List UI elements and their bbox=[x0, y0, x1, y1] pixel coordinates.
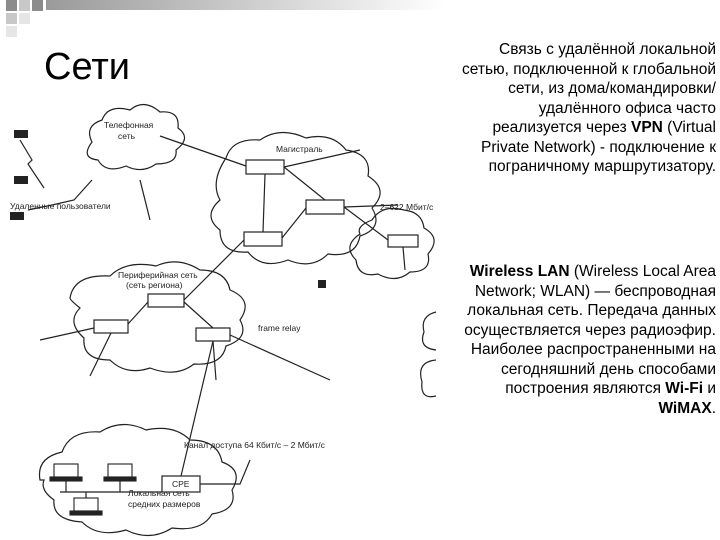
label-frame-relay: frame relay bbox=[258, 323, 301, 333]
label-remote-users: Удаленные пользователи bbox=[10, 201, 111, 211]
peripheral-network-cloud bbox=[69, 261, 246, 373]
label-telephone-net-1: Телефонная bbox=[104, 120, 154, 130]
telephone-network-cloud bbox=[86, 103, 186, 171]
accent-square bbox=[6, 26, 17, 37]
wifi-term: Wi-Fi bbox=[665, 380, 704, 397]
label-cpe: CPE bbox=[172, 479, 190, 489]
top-gradient-bar bbox=[46, 0, 446, 10]
accent-square bbox=[6, 13, 17, 24]
backbone-cloud bbox=[210, 131, 381, 265]
vpn-paragraph: Связь с удалённой локальной сетью, подкл… bbox=[461, 41, 716, 175]
accent-square bbox=[32, 0, 43, 11]
right-cloud bbox=[349, 207, 435, 280]
label-speed: 2–622 Мбит/с bbox=[380, 202, 434, 212]
accent-square bbox=[19, 13, 30, 24]
label-backbone: Магистраль bbox=[276, 144, 323, 154]
label-local-2: средних размеров bbox=[128, 499, 201, 509]
label-access-channel: Канал доступа 64 Кбит/с – 2 Мбит/с bbox=[184, 440, 326, 450]
wlan-paragraph: Wireless LAN (Wireless Local Area Networ… bbox=[464, 263, 716, 417]
wimax-term: WiMAX bbox=[658, 399, 712, 417]
vpn-term: VPN bbox=[631, 119, 663, 136]
label-telephone-net-2: сеть bbox=[118, 131, 136, 141]
slide-title: Сети bbox=[44, 46, 130, 88]
wlan-term: Wireless LAN bbox=[469, 263, 570, 280]
accent-square bbox=[6, 0, 17, 11]
label-peripheral-1: Периферийная сеть bbox=[118, 270, 198, 280]
label-local-1: Локальная сеть bbox=[128, 488, 190, 498]
label-peripheral-2: (сеть региона) bbox=[126, 280, 183, 290]
local-network-cloud bbox=[38, 423, 237, 537]
accent-square bbox=[19, 0, 30, 11]
network-diagram: Телефонная сеть Магистраль 2–622 Мбит/с … bbox=[10, 103, 437, 537]
